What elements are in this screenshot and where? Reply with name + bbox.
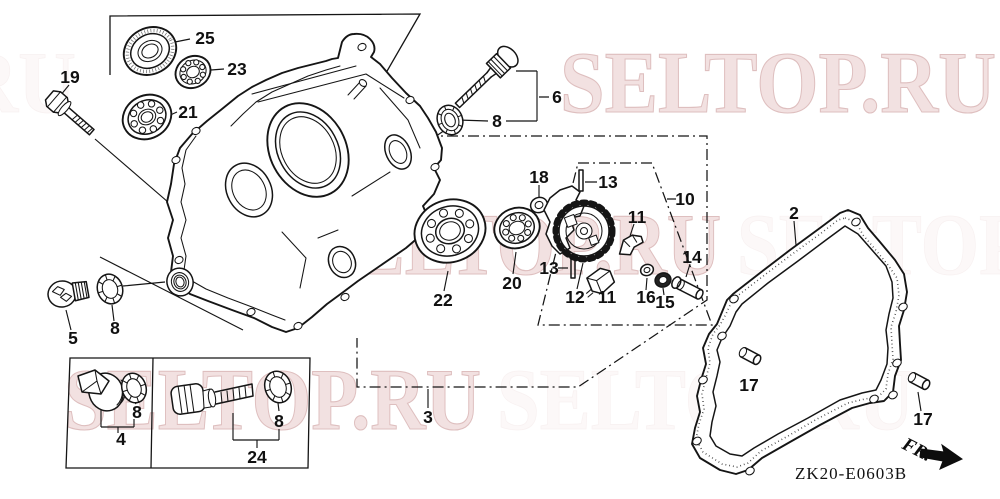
governor-assembly-drawing: [543, 169, 704, 300]
washer-16-drawing: [639, 263, 655, 277]
gasket-2-drawing: [691, 209, 908, 476]
part-label-17-26: 17: [739, 375, 758, 395]
part-label-6-4: 6: [552, 87, 562, 107]
part-label-8-5: 8: [492, 111, 502, 131]
ball-bearing-22-drawing: [413, 198, 487, 264]
watermark-top-left-faint: SELTOP.RU: [0, 35, 76, 132]
oil-seal-25-drawing: [122, 26, 178, 76]
ball-bearing-23-drawing: [174, 54, 212, 90]
part-label-5-19: 5: [68, 328, 78, 348]
dipstick-seal-8b-drawing: [263, 370, 293, 404]
part-label-19-3: 19: [60, 67, 80, 87]
part-label-24-24: 24: [247, 447, 267, 467]
dowel-pin-17-inner-drawing: [738, 347, 762, 366]
part-label-22-14: 22: [433, 290, 453, 310]
part-label-18-6: 18: [529, 167, 549, 187]
part-label-3-25: 3: [423, 407, 433, 427]
part-label-4-22: 4: [116, 429, 126, 449]
bottom-group-box: [65, 357, 311, 469]
drain-bolt-5-drawing: [47, 280, 90, 308]
part-label-8-23: 8: [274, 411, 284, 431]
part-label-11-9: 11: [628, 207, 647, 227]
part-label-10-8: 10: [675, 189, 695, 209]
governor-pin-13-top: [578, 169, 584, 192]
part-label-12-15: 12: [565, 287, 585, 307]
governor-pin-13-bottom: [570, 256, 576, 279]
governor-slider-11-lower: [586, 267, 616, 298]
part-label-20-13: 20: [502, 273, 522, 293]
fr-arrow-icon: [919, 443, 964, 470]
washer-18-drawing: [529, 196, 549, 214]
governor-gear-12: [552, 199, 616, 263]
fr-direction-indicator: FR.: [898, 433, 964, 470]
governor-weight-11-upper: [618, 234, 644, 256]
part-label-13-12: 13: [539, 258, 559, 278]
watermark-top-right: SELTOP.RU: [560, 35, 996, 132]
part-label-11-16: 11: [598, 287, 617, 307]
part-label-23-1: 23: [227, 59, 247, 79]
ball-bearing-20-drawing: [493, 206, 541, 250]
crankcase-group-boundary: [356, 135, 708, 388]
part-label-17-27: 17: [913, 409, 932, 429]
crankcase-cover-drawing: [166, 32, 443, 333]
governor-shaft-14-drawing: [671, 276, 704, 300]
drain-boss: [166, 267, 194, 297]
drain-washer-8-drawing: [96, 273, 124, 305]
part-label-14-11: 14: [682, 247, 702, 267]
dipstick-6-drawing: [454, 45, 519, 109]
part-label-8-20: 8: [110, 318, 120, 338]
governor-group-box: [537, 162, 713, 326]
ball-bearing-21-drawing: [121, 93, 173, 141]
diagram-code: ZK20-E0603B: [795, 464, 907, 483]
flange-bolt-19-drawing: [44, 90, 95, 136]
part-label-2-10: 2: [789, 203, 799, 223]
part-label-15-18: 15: [655, 292, 675, 312]
part-label-13-7: 13: [598, 172, 618, 192]
part-label-21-2: 21: [178, 102, 198, 122]
dipstick-seal-8-drawing: [436, 104, 464, 136]
part-label-25-0: 25: [195, 28, 215, 48]
part-label-16-17: 16: [636, 287, 656, 307]
dipstick-24-drawing: [170, 383, 254, 415]
filler-seal-8-drawing: [120, 372, 148, 404]
part-label-8-21: 8: [132, 402, 142, 422]
washer-15-drawing: [654, 272, 672, 288]
gasket-bolt-holes: [692, 217, 908, 476]
dowel-pin-17-outer-drawing: [907, 372, 931, 391]
